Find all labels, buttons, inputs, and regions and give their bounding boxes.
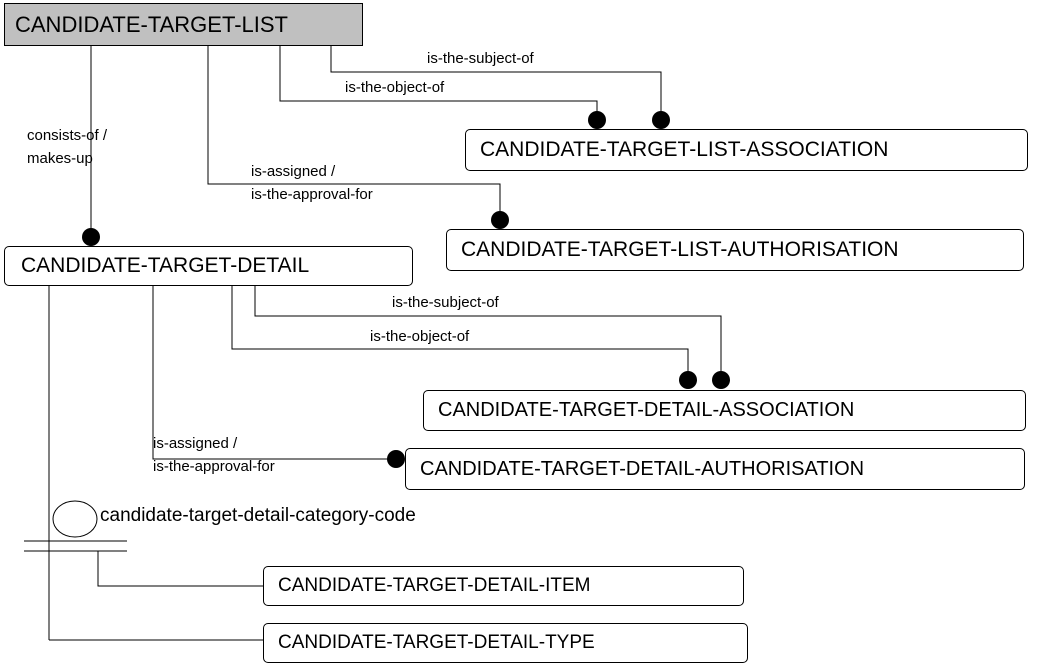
- many-dot-list-object: [588, 111, 606, 129]
- entity-candidate-target-detail-type: CANDIDATE-TARGET-DETAIL-TYPE: [263, 623, 748, 663]
- many-dot-detail-subject: [712, 371, 730, 389]
- label-list-assigned: is-assigned /: [251, 163, 336, 180]
- entity-candidate-target-detail: CANDIDATE-TARGET-DETAIL: [4, 246, 413, 286]
- connector-list-subject-of: [330, 46, 662, 112]
- label-list-subject-of: is-the-subject-of: [427, 50, 534, 67]
- entity-candidate-target-list: CANDIDATE-TARGET-LIST: [4, 3, 363, 46]
- connector-list-assigned: [207, 46, 501, 212]
- entity-candidate-target-detail-authorisation: CANDIDATE-TARGET-DETAIL-AUTHORISATION: [405, 448, 1025, 490]
- many-dot-list-subject: [652, 111, 670, 129]
- entity-candidate-target-detail-item: CANDIDATE-TARGET-DETAIL-ITEM: [263, 566, 744, 606]
- label-detail-approval-for: is-the-approval-for: [153, 458, 275, 475]
- many-dot-detail-assigned: [387, 450, 405, 468]
- entity-candidate-target-list-authorisation: CANDIDATE-TARGET-LIST-AUTHORISATION: [446, 229, 1024, 271]
- label-list-approval-for: is-the-approval-for: [251, 186, 373, 203]
- many-dot-list-assigned: [491, 211, 509, 229]
- label-detail-assigned: is-assigned /: [153, 435, 238, 452]
- entity-candidate-target-list-association: CANDIDATE-TARGET-LIST-ASSOCIATION: [465, 129, 1028, 171]
- attribute-category-code: candidate-target-detail-category-code: [100, 505, 416, 526]
- many-dot-consists-of: [82, 228, 100, 246]
- label-detail-subject-of: is-the-subject-of: [392, 294, 499, 311]
- connector-list-object-of: [279, 46, 598, 112]
- label-list-object-of: is-the-object-of: [345, 79, 445, 96]
- connector-detail-object-of: [231, 286, 689, 372]
- connector-detail-assigned: [152, 286, 388, 460]
- entity-candidate-target-detail-association: CANDIDATE-TARGET-DETAIL-ASSOCIATION: [423, 390, 1026, 431]
- category-code-ellipse: [52, 500, 98, 538]
- many-dot-detail-object: [679, 371, 697, 389]
- label-detail-object-of: is-the-object-of: [370, 328, 470, 345]
- label-makes-up: makes-up: [27, 150, 93, 167]
- connector-detail-item: [97, 551, 263, 587]
- label-consists-of: consists-of /: [27, 127, 108, 144]
- connector-detail-subject-of: [254, 286, 722, 372]
